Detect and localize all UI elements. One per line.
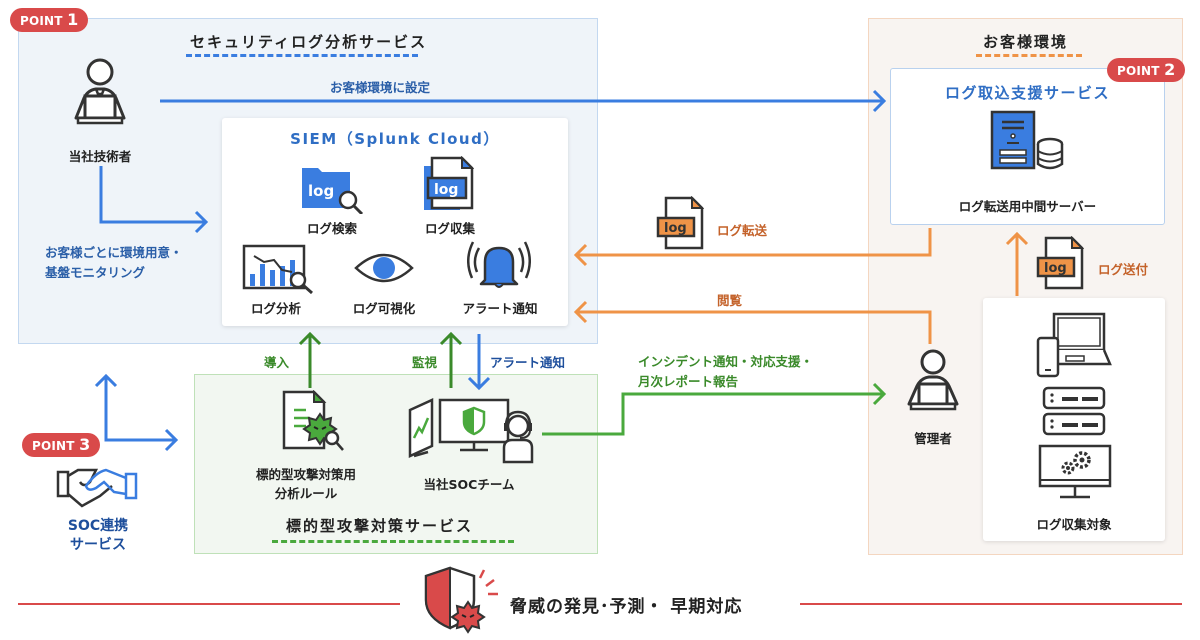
badge-number: 3 bbox=[79, 435, 91, 454]
customer-env-title: お客様環境 bbox=[983, 33, 1069, 51]
security-log-service-title: セキュリティログ分析サービス bbox=[190, 33, 428, 51]
analysis-rules-icon bbox=[282, 390, 344, 451]
footer-text: 脅威の発見･予測・ 早期対応 bbox=[510, 597, 743, 617]
relay-server-label: ログ転送用中間サーバー bbox=[958, 199, 1097, 214]
env-monitoring-label-1: お客様ごとに環境用意・ bbox=[45, 245, 183, 260]
monitoring-arrow bbox=[99, 166, 209, 234]
bell-icon bbox=[467, 241, 531, 288]
view-label: 閲覧 bbox=[717, 293, 743, 308]
targeted-attack-underline bbox=[272, 540, 514, 543]
admin-label: 管理者 bbox=[914, 431, 952, 446]
log-text: log bbox=[1044, 261, 1067, 276]
badge-number: 1 bbox=[67, 10, 79, 29]
siem-card bbox=[222, 118, 568, 326]
log-transfer-label: ログ転送 bbox=[717, 223, 768, 238]
alert-arrow bbox=[467, 334, 491, 391]
log-import-title: ログ取込支援サービス bbox=[944, 84, 1110, 102]
monitor-label: 監視 bbox=[412, 355, 438, 370]
title-underline bbox=[186, 54, 418, 57]
eye-icon bbox=[354, 253, 414, 283]
badge-prefix: POINT bbox=[1117, 64, 1160, 78]
laptop-phone-icon bbox=[1036, 312, 1112, 378]
introduce-label: 導入 bbox=[264, 355, 290, 370]
setup-arrow bbox=[160, 89, 887, 113]
incident-label-2: 月次レポート報告 bbox=[638, 374, 739, 389]
rules-label-1: 標的型攻撃対策用 bbox=[255, 467, 356, 482]
point-2-badge: POINT 2 bbox=[1107, 58, 1186, 82]
log-text: log bbox=[308, 182, 334, 200]
server-database-icon bbox=[990, 110, 1064, 170]
admin-icon bbox=[907, 349, 959, 411]
engineer-icon bbox=[74, 58, 126, 125]
customer-env-underline bbox=[976, 54, 1082, 57]
soc-partner-label-2: サービス bbox=[70, 537, 126, 553]
incident-label-1: インシデント通知・対応支援・ bbox=[638, 354, 814, 369]
soc-partner-label-1: SOC連携 bbox=[67, 518, 129, 534]
point-3-badge: POINT 3 bbox=[22, 433, 101, 457]
log-analysis-label: ログ分析 bbox=[250, 301, 301, 316]
log-analysis-icon bbox=[242, 244, 313, 294]
incident-arrow bbox=[542, 382, 887, 436]
log-send-arrow bbox=[1005, 231, 1029, 296]
log-targets-label: ログ収集対象 bbox=[1036, 517, 1112, 532]
threat-shield-icon bbox=[424, 566, 498, 634]
footer-line-right bbox=[800, 603, 1182, 605]
monitor-gears-icon bbox=[1038, 444, 1112, 499]
rules-label-2: 分析ルール bbox=[274, 486, 338, 501]
soc-partner-arrow bbox=[94, 373, 179, 452]
log-file-icon: log bbox=[1036, 236, 1084, 290]
log-text: log bbox=[434, 182, 458, 198]
targeted-attack-title: 標的型攻撃対策サービス bbox=[286, 517, 474, 535]
log-text: log bbox=[664, 221, 687, 236]
soc-team-label: 当社SOCチーム bbox=[423, 477, 515, 492]
log-transfer-arrow bbox=[573, 228, 932, 267]
badge-prefix: POINT bbox=[32, 439, 75, 453]
alert-notify-label: アラート通知 bbox=[462, 301, 538, 316]
setup-arrow-label: お客様環境に設定 bbox=[330, 80, 431, 95]
engineer-label: 当社技術者 bbox=[68, 149, 132, 164]
log-visualize-label: ログ可視化 bbox=[352, 301, 416, 316]
log-collect-label: ログ収集 bbox=[424, 221, 475, 236]
handshake-icon bbox=[56, 468, 138, 508]
log-collect-icon: log bbox=[424, 156, 474, 210]
monitor-arrow bbox=[439, 331, 463, 388]
footer-line-left bbox=[18, 603, 400, 605]
point-1-badge: POINT 1 bbox=[10, 8, 89, 32]
server-rack-icon bbox=[1042, 386, 1106, 436]
log-search-icon: log bbox=[302, 168, 364, 214]
view-arrow bbox=[573, 300, 932, 344]
log-transfer-file-icon: log bbox=[656, 196, 704, 250]
env-monitoring-label-2: 基盤モニタリング bbox=[45, 265, 146, 280]
log-search-label: ログ検索 bbox=[306, 221, 357, 236]
badge-prefix: POINT bbox=[20, 14, 63, 28]
badge-number: 2 bbox=[1164, 60, 1176, 79]
siem-title: SIEM（Splunk Cloud） bbox=[290, 130, 500, 148]
alert-flow-label: アラート通知 bbox=[490, 355, 566, 370]
introduce-arrow bbox=[298, 331, 322, 388]
log-send-label: ログ送付 bbox=[1098, 262, 1149, 277]
soc-team-icon bbox=[408, 398, 534, 464]
targeted-attack-service-area bbox=[194, 374, 598, 554]
